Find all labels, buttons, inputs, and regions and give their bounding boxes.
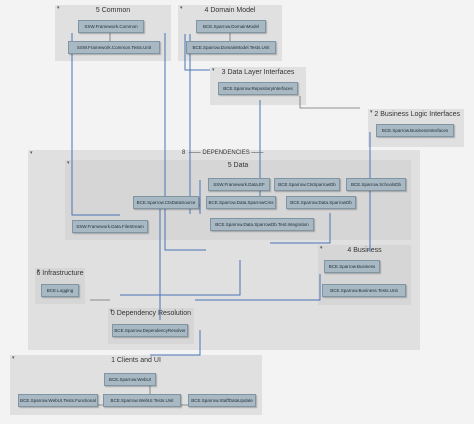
wire (368, 132, 371, 251)
wire (150, 330, 201, 356)
wire (195, 274, 321, 301)
collapse-icon[interactable]: ▾ (57, 5, 60, 11)
collapse-icon[interactable]: ▾ (110, 308, 113, 314)
node-cts-data-source[interactable]: BCE.Sparrow.CtsDataSource (133, 196, 199, 209)
wire (120, 260, 241, 296)
dependencies-number: 8 (182, 150, 186, 156)
wire (270, 213, 331, 244)
group-title: 5 Data (227, 162, 249, 169)
node-sparrow-data-sparrowdb[interactable]: BCE.Sparrow.Data.SparrowDb (286, 196, 356, 209)
node-ssw-data-filestream[interactable]: SSW.Framework.Data.FileStream (72, 220, 148, 233)
node-dependency-resolver[interactable]: BCE.Sparrow.DependencyResolver (112, 324, 188, 337)
node-business-interfaces[interactable]: BCE.Sparrow.BusinessInterfaces (376, 124, 454, 137)
collapse-icon[interactable]: ▾ (212, 67, 215, 73)
node-business-tests-unit[interactable]: BCE.Sparrow.Business.Tests.Unit (322, 284, 406, 297)
dependencies-label: 8 —— DEPENDENCIES —— (180, 150, 266, 156)
wire (184, 34, 210, 71)
node-sparrow-data-sparrow-cms[interactable]: BCE.Sparrow.Data.SparrowCms (206, 196, 276, 209)
node-ssw-framework-data-ef[interactable]: SSW.Framework.Data.EF (208, 178, 270, 191)
collapse-icon[interactable]: ▾ (12, 355, 15, 361)
group-title: 2 Business Logic Interfaces (374, 111, 460, 118)
node-webui-tests-functional[interactable]: BCE.Sparrow.WebUI.Tests.Functional (18, 394, 98, 407)
node-cts-data-ob[interactable]: BCE.Sparrow.CtsSparrowDb (274, 178, 340, 191)
group-title: 3 Data Layer Interfaces (221, 69, 295, 76)
wire (164, 33, 206, 251)
node-ssw-framework-common-tests-unit[interactable]: SSW.Framework.Common.Tests.Unit (68, 41, 160, 54)
node-webui-tests-unit[interactable]: BCE.Sparrow.WebUI.Tests.Unit (103, 394, 181, 407)
group-title: 1 Clients and UI (111, 357, 161, 364)
group-title: 4 Business (347, 247, 382, 254)
collapse-icon[interactable]: ▾ (67, 160, 70, 166)
collapse-icon[interactable]: ▾ (180, 5, 183, 11)
node-domain-model-tests-unit[interactable]: BCE.Sparrow.DomainModel.Tests.Unit (186, 41, 276, 54)
group-title: 4 Domain Model (204, 7, 256, 14)
collapse-icon[interactable]: ▾ (37, 268, 40, 274)
collapse-icon[interactable]: ▾ (320, 245, 323, 251)
node-webui[interactable]: BCE.Sparrow.WebUI (104, 373, 156, 386)
group-title: 0 Dependency Resolution (110, 310, 192, 317)
group-title: 6 Infrastructure (36, 270, 84, 277)
wire (71, 33, 120, 216)
collapse-icon[interactable]: ▾ (30, 150, 33, 156)
node-sparrowdb-tests-integration[interactable]: BCE.Sparrow.Data.SparrowDb.Test.Integrat… (210, 218, 314, 231)
node-logging[interactable]: BCE.Logging (41, 284, 79, 297)
node-business[interactable]: BCE.Sparrow.Business (324, 260, 380, 273)
dependencies-title: DEPENDENCIES (202, 150, 250, 156)
node-repository-interfaces[interactable]: BCE.Sparrow.RepositoryInterfaces (218, 82, 298, 95)
node-schools-db[interactable]: BCE.Sparrow.SchoolsDb (346, 178, 406, 191)
node-ssw-framework-common[interactable]: SSW.Framework.Common (78, 20, 144, 33)
wire (299, 96, 360, 109)
wire (159, 204, 200, 320)
node-domain-model[interactable]: BCE.Sparrow.DomainModel (196, 20, 266, 33)
group-title: 5 Common (95, 7, 131, 14)
collapse-icon[interactable]: ▾ (370, 109, 373, 115)
node-staff-data-update[interactable]: BCE.Sparrow.StaffDataUpdate (188, 394, 256, 407)
